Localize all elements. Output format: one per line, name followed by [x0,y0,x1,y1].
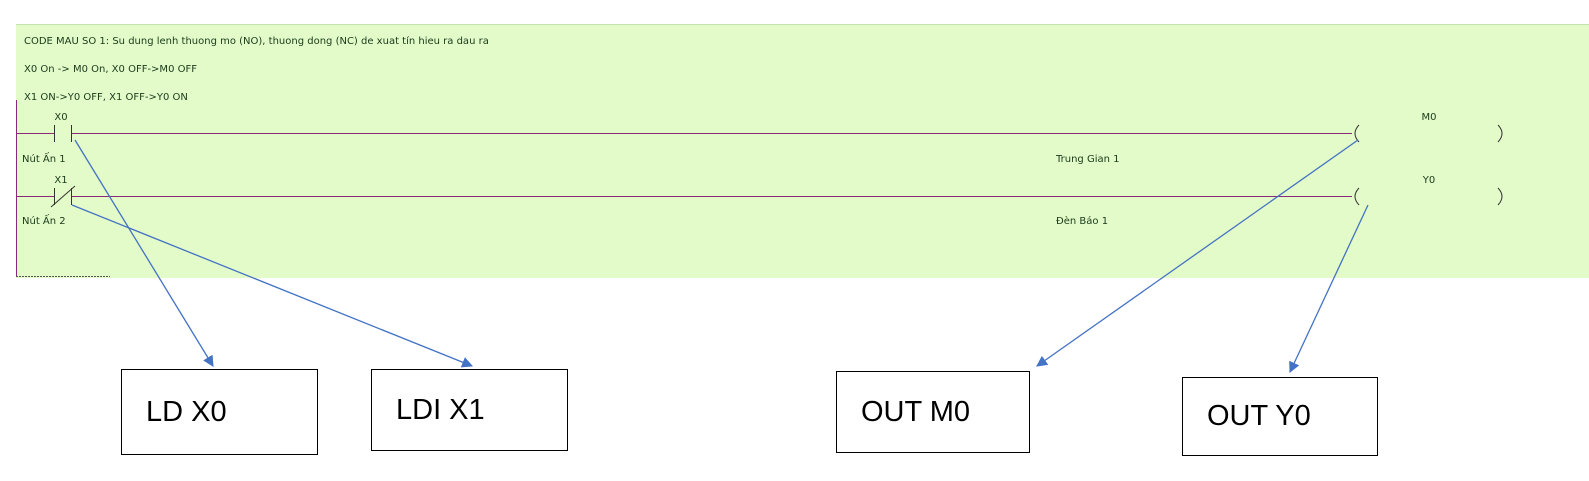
arrow-ldi-x1 [71,204,474,368]
contact-x1-comment: Nút Ấn 2 [22,216,66,227]
instruction-box-ldi-x1: LDI X1 [371,369,568,451]
rung-1 [16,124,1503,143]
arrow-ld-x0 [74,139,214,367]
comment-line-2: X0 On -> M0 On, X0 OFF->M0 OFF [24,64,197,75]
instruction-box-out-y0: OUT Y0 [1182,377,1378,456]
rung-2 [16,185,1503,208]
coil-y0-comment: Đèn Báo 1 [1056,216,1109,227]
arrow-out-m0 [1036,139,1359,367]
ladder-diagram-area: CODE MAU SO 1: Su dung lenh thuong mo (N… [16,24,1589,278]
coil-m0-left [1354,124,1360,143]
coil-m0-label: M0 [1421,112,1437,123]
contact-x0-label: X0 [54,112,68,123]
coil-y0-label: Y0 [1422,175,1436,186]
instruction-box-ld-x0: LD X0 [121,369,318,455]
comment-line-1: CODE MAU SO 1: Su dung lenh thuong mo (N… [24,36,489,47]
arrow-out-y0 [1289,204,1369,373]
contact-x0-comment: Nút Ấn 1 [22,154,66,165]
coil-y0-left [1354,187,1360,206]
coil-y0-right [1497,187,1503,206]
comment-line-3: X1 ON->Y0 OFF, X1 OFF->Y0 ON [24,92,188,103]
instruction-box-out-m0: OUT M0 [836,371,1030,453]
coil-m0-comment: Trung Gian 1 [1056,154,1120,165]
coil-m0-right [1497,124,1503,143]
contact-x1-label: X1 [54,175,68,186]
